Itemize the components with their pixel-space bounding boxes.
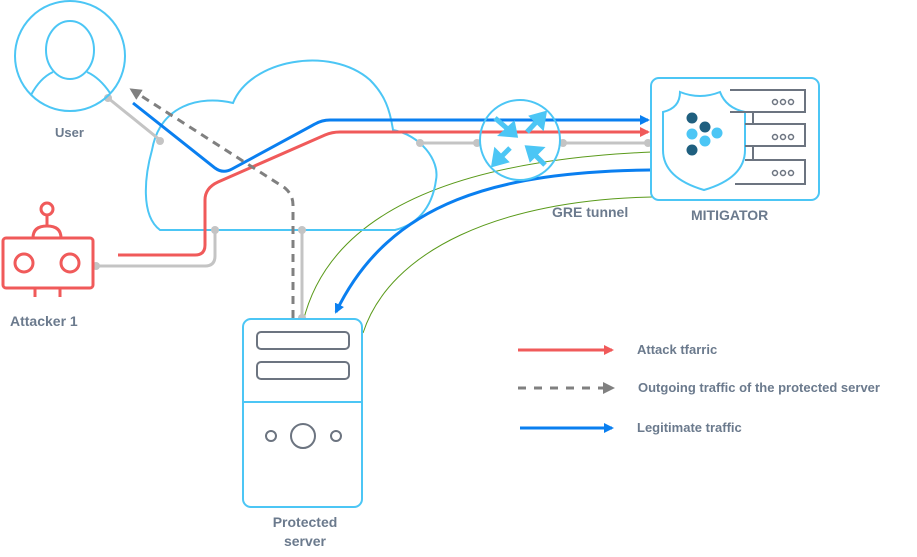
mitigator-label: MITIGATOR [691,207,769,223]
user-icon [14,0,126,112]
server-label-line1: Protected [272,514,338,530]
gre-router-icon [479,99,561,181]
server-label-line2: server [283,533,327,549]
attacker-label: Attacker 1 [10,313,78,329]
mitigator-logo-dots [686,112,723,156]
legit-traffic-in-line [132,101,650,173]
protected-server-icon [242,318,363,508]
internet-cloud-icon [144,59,438,231]
user-link-line [107,96,161,142]
gre-tunnel-inner-line [362,196,653,334]
user-label: User [55,125,84,140]
legit-traffic-out-line [334,168,651,314]
legend-attack-label: Attack tfarric [637,342,718,357]
mitigator-icon [650,77,820,201]
outgoing-traffic-line [129,88,295,318]
gre-tunnel-outer-line [302,151,653,323]
attacker-link-line [96,230,217,268]
attack-traffic-line [118,127,650,257]
gre-tunnel-label: GRE tunnel [552,204,629,220]
legend-outgoing-label: Outgoing traffic of the protected server [638,380,880,395]
attacker-robot-icon [1,201,95,297]
legend-legit-label: Legitimate traffic [637,420,742,435]
